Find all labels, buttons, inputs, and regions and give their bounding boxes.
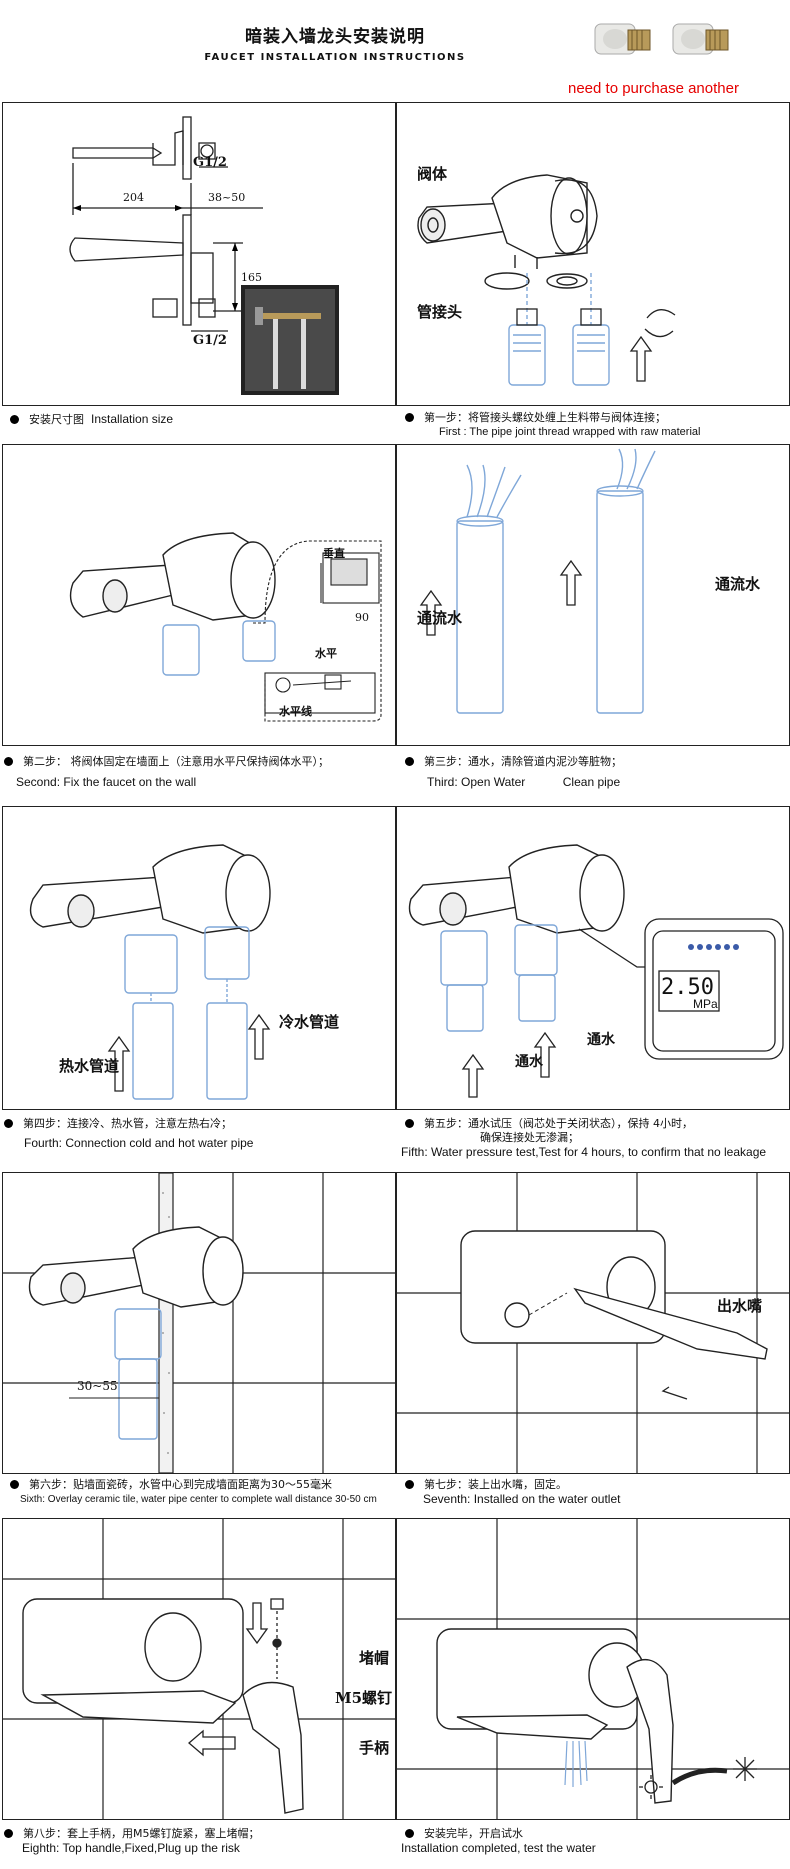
pipe-fitting-image [594, 23, 651, 55]
label-hot-pipe: 热水管道 [59, 1057, 120, 1075]
panel-step8: 堵帽 M5螺钉 手柄 [2, 1518, 396, 1820]
page-title-cn: 暗装入墙龙头安装说明 [245, 27, 425, 47]
panel-step7: 出水嘴 [396, 1172, 790, 1474]
caption-installation-size: 安装尺寸图 Installation size [10, 412, 173, 427]
label-flow-left: 通流水 [417, 609, 463, 627]
label-cold-pipe: 冷水管道 [279, 1013, 340, 1031]
panel-step2: 垂直 90 水平 水平线 [2, 444, 396, 746]
caption-step6: 第六步：贴墙面瓷砖，水管中心到完成墙面距离为30～55毫米 Sixth: Ove… [10, 1478, 377, 1507]
panel-step4: 热水管道 冷水管道 [2, 806, 396, 1110]
dim-g12-bottom: G1/2 [193, 333, 227, 348]
gauge-unit: MPa [693, 997, 718, 1011]
label-flow-right: 通流水 [715, 575, 761, 593]
panel-step1: 阀体 管接头 [396, 102, 790, 406]
label-distance: 30~55 [77, 1379, 118, 1393]
page-title-en: FAUCET INSTALLATION INSTRUCTIONS [204, 52, 466, 63]
panel-step5: 通水 通水 2.50 MPa [396, 806, 790, 1110]
gauge-value: 2.50 [661, 975, 714, 1000]
label-water-left: 通水 [515, 1054, 543, 1070]
caption-step1: 第一步：将管接头螺纹处缠上生料带与阀体连接； First : The pipe … [405, 411, 700, 439]
panel-step6: 30~55 [2, 1172, 396, 1474]
caption-step3: 第三步：通水，清除管道内泥沙等脏物； Third: Open Water Cle… [405, 755, 622, 795]
dim-165: 165 [241, 271, 262, 284]
label-vertical: 垂直 [323, 547, 345, 560]
panel-step9-complete [396, 1518, 790, 1820]
label-horizontal: 水平 [315, 647, 337, 660]
label-handle: 手柄 [359, 1739, 390, 1757]
caption-step7: 第七步：装上出水嘴，固定。 Seventh: Installed on the … [405, 1478, 620, 1507]
label-cap: 堵帽 [359, 1649, 390, 1667]
panel-installation-size: G1/2 204 38~50 165 G1/2 [2, 102, 396, 406]
caption-step4: 第四步：连接冷、热水管，注意左热右冷； Fourth: Connection c… [4, 1117, 253, 1155]
label-water-right: 通水 [587, 1032, 615, 1048]
caption-complete: 安装完毕，开启试水 Installation completed, test t… [401, 1827, 596, 1855]
panel-step3: 通流水 通流水 [396, 444, 790, 746]
label-pipe-joint: 管接头 [417, 303, 463, 321]
caption-step5: 第五步：通水试压（阀芯处于关闭状态），保持 4小时， 确保连接处无渗漏； Fif… [401, 1117, 767, 1159]
dim-204: 204 [123, 191, 144, 204]
label-valve-body: 阀体 [417, 165, 448, 183]
label-m5-screw: M5螺钉 [335, 1689, 393, 1707]
caption-step2: 第二步： 将阀体固定在墙面上（注意用水平尺保持阀体水平）； Second: Fi… [4, 755, 329, 795]
label-level-line: 水平线 [279, 705, 312, 718]
pipe-fitting-image-2 [672, 23, 729, 55]
purchase-note: need to purchase another [568, 80, 739, 97]
caption-step8: 第八步：套上手柄，用M5螺钉旋紧，塞上堵帽； Eighth: Top handl… [4, 1827, 260, 1856]
label-spout: 出水嘴 [717, 1297, 763, 1315]
label-90: 90 [355, 611, 369, 624]
dim-38-50: 38~50 [208, 191, 246, 204]
dim-g12-top: G1/2 [193, 155, 227, 170]
